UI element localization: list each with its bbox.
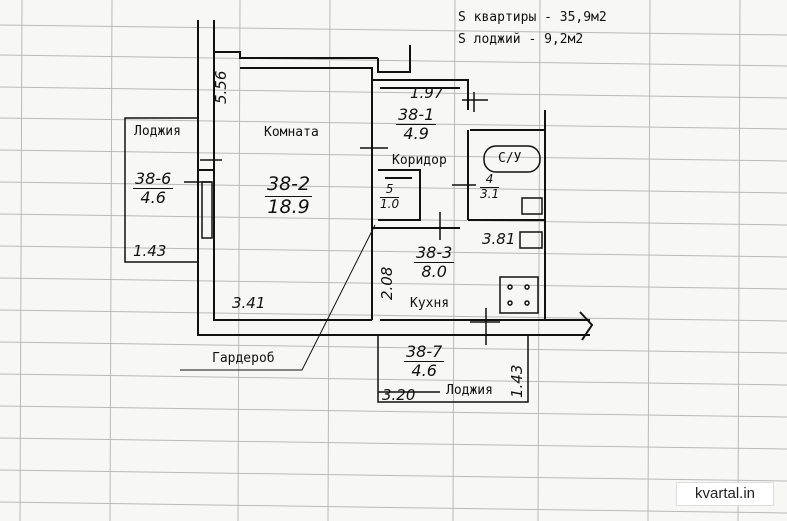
dim-loggia-bottom-width: 3.20 — [382, 386, 416, 404]
kitchen-label: 38-3 8.0 — [414, 243, 455, 282]
wardrobe-callout-line — [180, 224, 376, 371]
dim-loggia-bottom-depth: 1.43 — [508, 364, 526, 398]
room-label: 38-2 18.9 — [265, 173, 313, 219]
room-id: 38-2 — [265, 173, 313, 197]
kitchen-area: 8.0 — [421, 262, 447, 282]
wardrobe-area: 1.0 — [380, 196, 400, 211]
bathroom-name: С/У — [498, 151, 522, 166]
loggia-left-label: 38-6 4.6 — [133, 169, 174, 208]
room-name: Комната — [264, 125, 319, 140]
dim-room-height: 5.56 — [212, 70, 230, 104]
dim-kitchen-width: 3.81 — [482, 230, 516, 248]
brand-watermark: kvartal.in — [676, 482, 774, 506]
room-area: 18.9 — [267, 195, 310, 218]
dim-corridor-width: 1.97 — [410, 84, 444, 102]
loggia-bottom-area: 4.6 — [411, 361, 437, 381]
loggia-bottom-label: 38-7 4.6 — [404, 342, 445, 381]
apartment-area-text: S квартиры - 35,9м2 — [458, 10, 607, 25]
loggia-area-text: S лоджий - 9,2м2 — [458, 32, 584, 47]
corridor-label: 38-1 4.9 — [396, 105, 437, 144]
corridor-area: 4.9 — [403, 124, 429, 144]
loggia-bottom-name: Лоджия — [446, 383, 493, 398]
bathroom-label: 4 3.1 — [480, 172, 500, 202]
fixtures — [483, 145, 543, 314]
dim-room-width: 3.41 — [232, 294, 266, 312]
wardrobe-id: 5 — [380, 182, 400, 198]
loggia-bottom-outline — [377, 335, 529, 403]
loggia-left-area: 4.6 — [140, 188, 166, 208]
corridor-id: 38-1 — [396, 105, 437, 126]
loggia-bottom-id: 38-7 — [404, 342, 445, 363]
wardrobe-callout-label: Гардероб — [212, 351, 275, 366]
wardrobe-label: 5 1.0 — [380, 182, 400, 212]
loggia-left-id: 38-6 — [133, 169, 174, 190]
bathroom-id: 4 — [480, 172, 500, 188]
kitchen-id: 38-3 — [414, 243, 455, 264]
door-ticks — [184, 92, 500, 345]
corridor-name: Коридор — [392, 153, 447, 168]
bathroom-area: 3.1 — [480, 186, 500, 201]
loggia-left-name: Лоджия — [134, 124, 181, 139]
dim-kitchen-depth: 2.08 — [378, 266, 396, 300]
dim-loggia-left-width: 1.43 — [133, 242, 167, 260]
kitchen-name: Кухня — [410, 296, 450, 311]
